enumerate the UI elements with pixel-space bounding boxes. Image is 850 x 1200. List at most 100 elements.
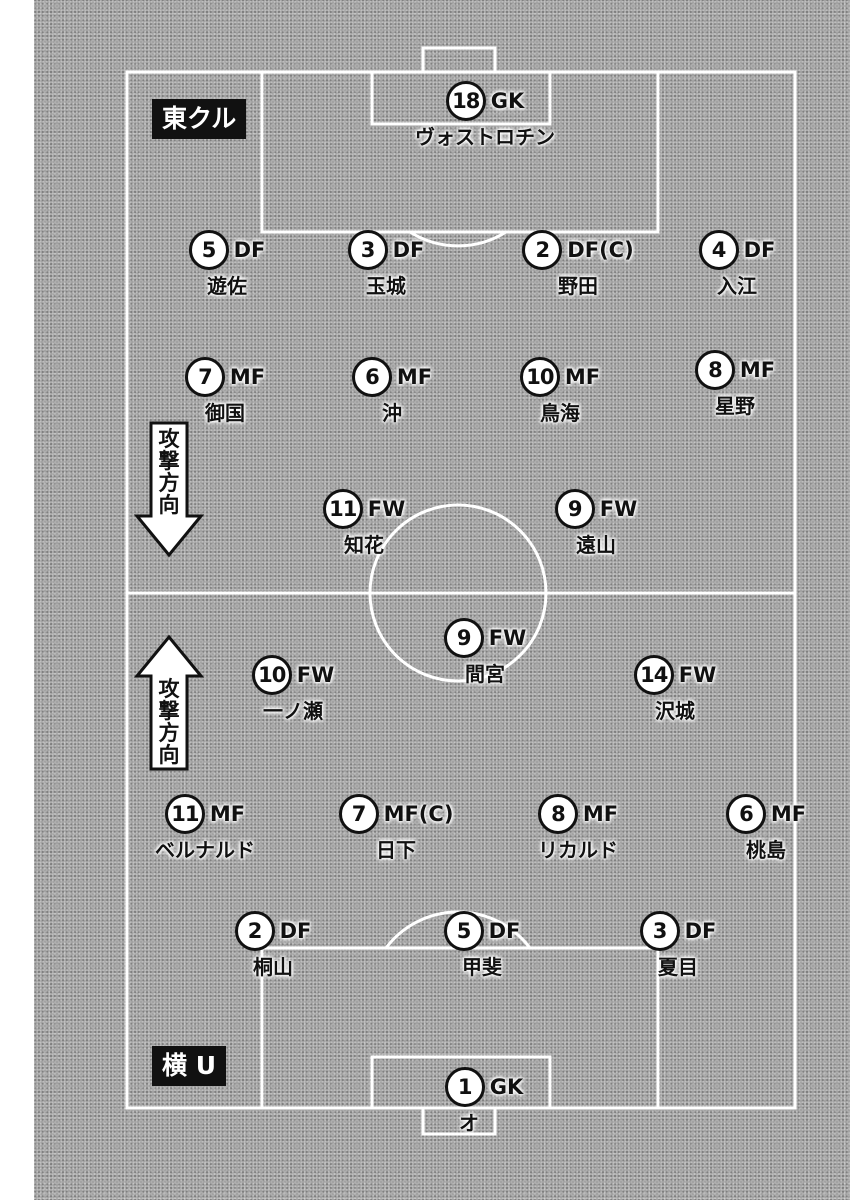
player-name: ヴォストロチン: [415, 125, 555, 149]
arrow-up-icon: [134, 634, 204, 771]
player-name: 御国: [205, 401, 245, 425]
player-number: 14: [633, 655, 674, 695]
team-label-top: 東クル: [152, 99, 247, 139]
player-name: 玉城: [366, 274, 406, 298]
player-name: ベルナルド: [155, 838, 255, 862]
attack-direction-label: 攻撃方向: [158, 677, 180, 767]
page-margin: [0, 0, 34, 1200]
player-position: FW: [678, 663, 717, 687]
player-number: 6: [725, 794, 766, 834]
player-position: FW: [296, 663, 335, 687]
player-name: 日下: [376, 838, 416, 862]
player-name: 遠山: [576, 533, 616, 557]
player-number: 3: [639, 911, 680, 951]
attack-direction-up-arrow: 攻撃方向: [134, 632, 204, 772]
player-name: 入江: [717, 274, 757, 298]
player-position: FW: [599, 497, 638, 521]
player-number: 18: [445, 81, 486, 121]
player-name: 鳥海: [540, 401, 580, 425]
player-name: 沢城: [655, 699, 695, 723]
player-position: MF: [209, 802, 246, 826]
player-position: FW: [488, 626, 527, 650]
player-name: 沖: [382, 401, 402, 425]
player-name: 一ノ瀬: [263, 699, 323, 723]
player-number: 5: [443, 911, 484, 951]
team-label-bottom: 横 U: [152, 1046, 227, 1086]
player-position: MF: [739, 358, 776, 382]
player-position: GK: [490, 89, 525, 113]
player-position: MF: [396, 365, 433, 389]
player-number: 10: [251, 655, 292, 695]
player-number: 7: [338, 794, 379, 834]
player-number: 6: [351, 357, 392, 397]
player-number: 4: [698, 230, 739, 270]
player-name: 星野: [715, 394, 755, 418]
player-number: 11: [164, 794, 205, 834]
top-penalty-arc: [409, 230, 507, 248]
player-number: 2: [234, 911, 275, 951]
player-name: オ: [459, 1111, 479, 1135]
player-number: 7: [184, 357, 225, 397]
player-position: DF: [743, 238, 776, 262]
player-position: FW: [367, 497, 406, 521]
player-name: 桐山: [253, 955, 293, 979]
player-position: GK: [489, 1075, 524, 1099]
bottom-goal: [421, 1106, 497, 1136]
player-number: 11: [322, 489, 363, 529]
player-name: 野田: [558, 274, 598, 298]
player-position: DF: [233, 238, 266, 262]
player-position: DF: [488, 919, 521, 943]
player-name: 桃島: [746, 838, 786, 862]
player-position: DF: [279, 919, 312, 943]
player-number: 9: [443, 618, 484, 658]
player-number: 8: [694, 350, 735, 390]
player-number: 5: [188, 230, 229, 270]
player-number: 1: [444, 1067, 485, 1107]
player-number: 2: [522, 230, 563, 270]
center-circle: [368, 503, 548, 683]
player-name: リカルド: [538, 838, 618, 862]
player-name: 遊佐: [207, 274, 247, 298]
player-position: MF: [229, 365, 266, 389]
player-position: DF: [392, 238, 425, 262]
player-number: 10: [519, 357, 560, 397]
attack-direction-down-arrow: 攻撃方向: [134, 420, 204, 560]
attack-direction-label: 攻撃方向: [158, 427, 180, 517]
player-number: 9: [554, 489, 595, 529]
arrow-down-icon: [134, 421, 204, 558]
player-position: MF: [582, 802, 619, 826]
player-position: MF: [564, 365, 601, 389]
player-position: DF: [684, 919, 717, 943]
player-number: 8: [537, 794, 578, 834]
player-position: MF(C): [383, 802, 454, 826]
player-name: 夏目: [658, 955, 698, 979]
player-name: 間宮: [465, 662, 505, 686]
top-goal: [421, 46, 497, 74]
player-name: 甲斐: [462, 955, 502, 979]
player-number: 3: [347, 230, 388, 270]
